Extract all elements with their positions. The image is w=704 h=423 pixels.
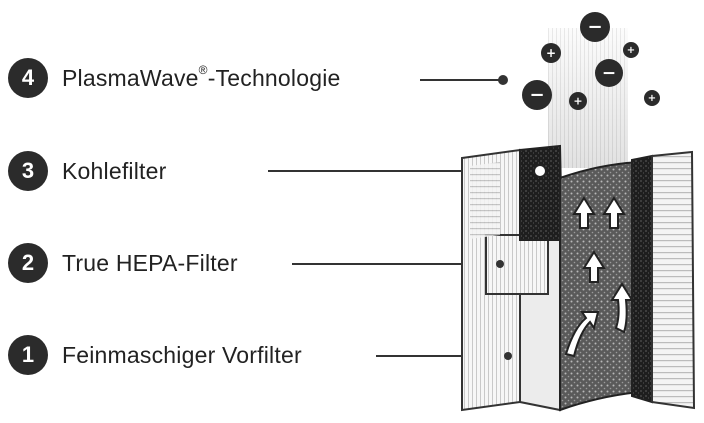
registered-mark: ® [198, 62, 208, 77]
label-text-kohlefilter: Kohlefilter [62, 157, 167, 184]
negative-ion-icon: − [522, 80, 552, 110]
label-text-vorfilter: Feinmaschiger Vorfilter [62, 341, 302, 368]
arrow-up-icon [582, 250, 606, 283]
label-text-hepa: True HEPA-Filter [62, 249, 238, 276]
number-badge-3: 3 [8, 151, 48, 191]
ion-sign: + [627, 45, 635, 56]
air-streaks [548, 28, 628, 168]
right-panels [470, 150, 696, 410]
negative-ion-icon: − [580, 12, 610, 42]
positive-ion-icon: + [569, 92, 587, 110]
negative-ion-icon: − [595, 59, 623, 87]
ion-sign: + [573, 94, 582, 107]
number-badge-4: 4 [8, 58, 48, 98]
positive-ion-icon: + [644, 90, 660, 106]
number-badge-1: 1 [8, 335, 48, 375]
label-vorfilter: 1 Feinmaschiger Vorfilter [8, 333, 302, 377]
label-text-plasmawave: PlasmaWave®-Technologie [62, 62, 341, 91]
label-hepa: 2 True HEPA-Filter [8, 241, 238, 285]
arrow-up-icon [602, 196, 626, 229]
arrow-up-icon [572, 196, 596, 229]
ions: −++−−++ [522, 12, 660, 110]
arrow-curve-icon [610, 282, 634, 334]
ion-sign: − [529, 85, 544, 106]
number-badge-2: 2 [8, 243, 48, 283]
label-plasmawave: 4 PlasmaWave®-Technologie [8, 56, 341, 100]
arrow-curve-icon [564, 311, 600, 358]
inner-mesh [559, 160, 641, 412]
ion-sign: − [587, 17, 602, 38]
ion-sign: + [546, 46, 556, 60]
ion-sign: + [648, 93, 656, 104]
label-kohlefilter: 3 Kohlefilter [8, 149, 166, 193]
ion-sign: − [602, 63, 616, 83]
airflow-arrows [564, 196, 634, 358]
positive-ion-icon: + [623, 42, 639, 58]
hepa-section [485, 234, 549, 295]
carbon-section [519, 144, 564, 241]
positive-ion-icon: + [541, 43, 561, 63]
